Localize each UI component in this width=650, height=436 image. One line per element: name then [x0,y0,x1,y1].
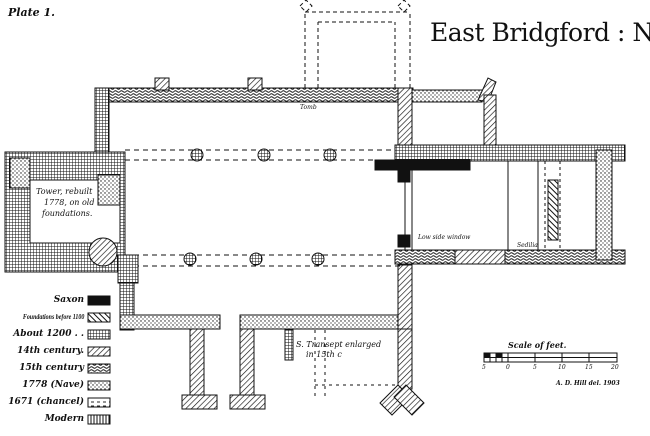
signature: A. D. Hill del. 1903 [556,380,620,387]
north-vestry [411,77,497,148]
scale-tick: 5 [533,364,537,371]
transept-label-line: in 15th c [306,350,342,359]
low-side-window-label: Low side window [418,234,471,241]
page-title: East Bridgford : Notts : [430,18,650,47]
tower-label-line: 1778, on old [44,198,95,207]
chancel [374,144,626,265]
legend-swatch-1671 [87,397,111,408]
legend-swatch-15c [87,363,111,374]
tower-label: Tower, rebuilt 1778, on old foundations. [36,186,94,219]
scale-tick: 20 [611,364,619,371]
scale-bar [483,352,618,363]
tower-label-line: Tower, rebuilt [36,187,93,196]
legend-label: Saxon [53,295,84,305]
legend-swatch-14c [87,346,111,357]
legend-label: 14th century. [17,346,84,356]
legend-label: 1671 (chancel) [8,397,84,407]
legend-label: 1778 (Nave) [22,380,84,390]
south-porch [181,328,266,410]
scale-title: Scale of feet. [508,340,567,350]
transept-label-line: S. Transept enlarged [296,340,382,349]
nave-walls [94,77,414,331]
scale-tick: 5 [482,364,486,371]
sedilia-label: Sedilia [517,242,538,249]
legend-swatch-saxon [87,295,111,306]
legend-label: Foundations before 1100 [22,313,84,321]
scale-tick: 15 [585,364,593,371]
legend-label: About 1200 . . [13,329,84,339]
tower [4,151,139,284]
scale-tick: 0 [506,364,510,371]
legend-swatch-foundations [87,312,111,323]
scale-tick: 10 [558,364,566,371]
legend-swatch-1778 [87,380,111,391]
tomb-label: Tomb [300,104,317,111]
legend-swatch-modern [87,414,111,425]
legend-label: 15th century [19,363,84,373]
tower-label-line: foundations. [42,209,93,218]
arcades [125,149,400,267]
piers [183,148,337,266]
north-transept-foundations [299,0,411,88]
legend-swatches [87,295,111,425]
plate-label: Plate 1. [8,6,55,19]
legend-label: Modern [44,414,84,424]
transept-label: S. Transept enlarged in 15th c [296,340,381,360]
south-transept [284,328,425,416]
legend-swatch-1200 [87,329,111,340]
